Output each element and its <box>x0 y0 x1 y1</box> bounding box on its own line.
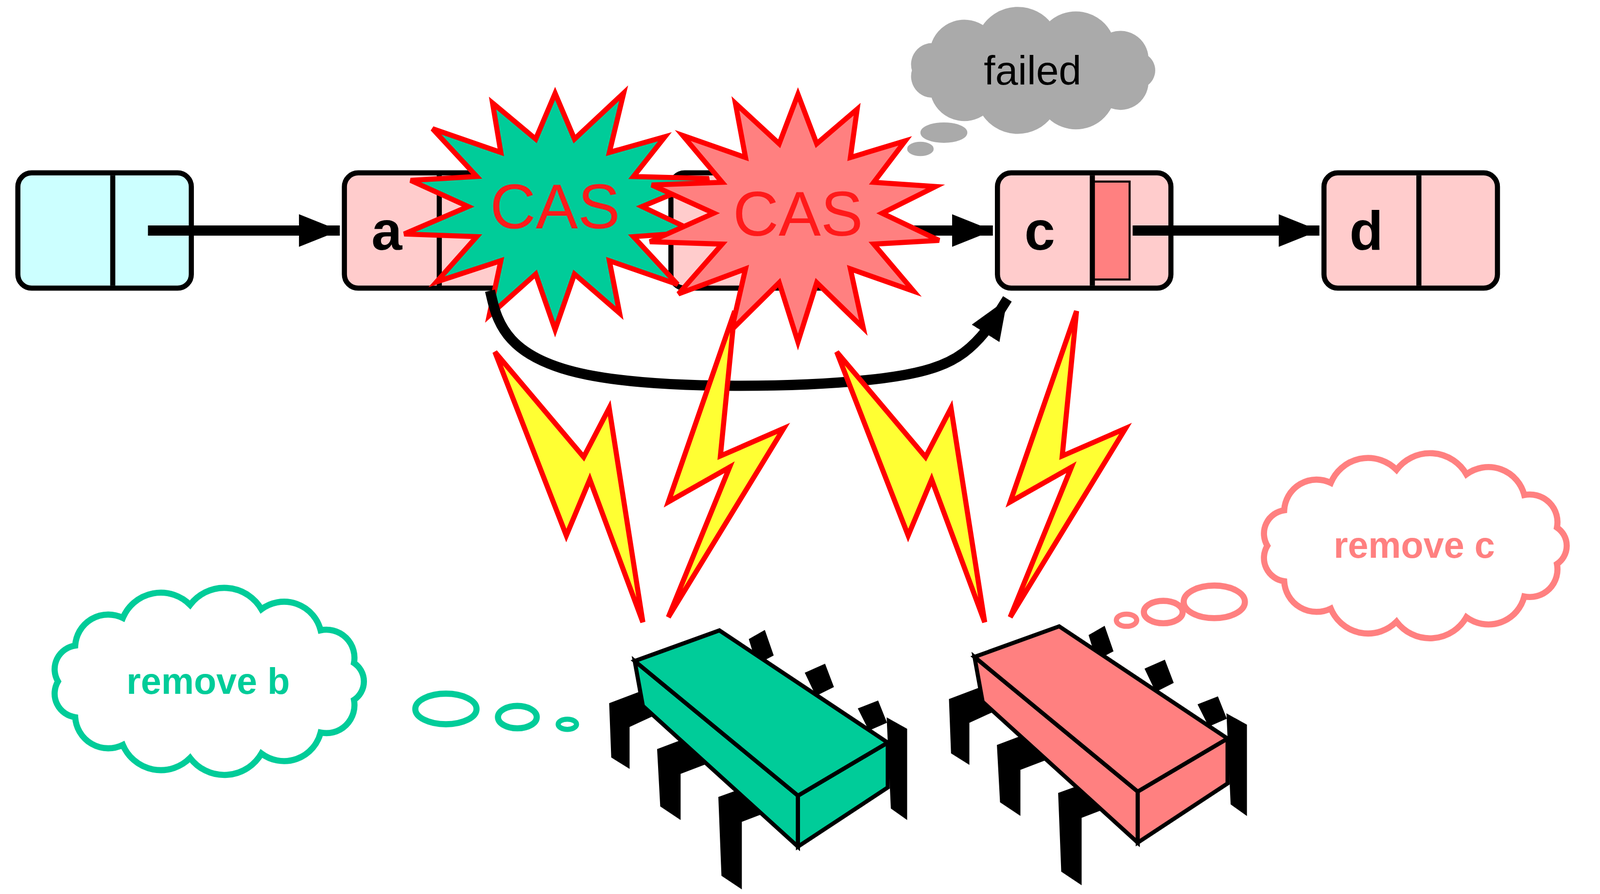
cas-label: CAS <box>732 176 864 250</box>
chip-pin <box>887 719 907 819</box>
cas-starburst: CAS <box>640 79 956 348</box>
chip-body <box>634 630 888 796</box>
cloud-outline <box>54 588 364 776</box>
pointer-arrow <box>1132 225 1320 236</box>
node-divider <box>110 175 116 286</box>
starburst-outline <box>404 92 710 330</box>
thought-bubble <box>557 719 577 730</box>
thought-cloud: remove b <box>20 571 397 792</box>
thought-text: remove b <box>126 660 290 703</box>
thought-cloud: remove c <box>1230 436 1599 656</box>
thought-bubble <box>415 694 477 725</box>
cas-starburst: CAS <box>392 76 718 337</box>
marked-bit <box>1091 180 1131 281</box>
lightning-bolt <box>494 351 643 623</box>
thought-bubble <box>1144 601 1183 624</box>
cloud-outline <box>914 9 1153 131</box>
lightning-bolt <box>1009 311 1126 618</box>
thought-bubble <box>498 706 538 729</box>
node-value: d <box>1349 198 1384 262</box>
thought-text: failed <box>983 47 1082 94</box>
pointer-arrow <box>489 290 1008 386</box>
cas-label: CAS <box>489 170 621 244</box>
thought-bubble <box>908 142 933 156</box>
thought-cloud: failed <box>885 6 1180 136</box>
node-divider <box>1089 175 1095 286</box>
thought-bubble <box>1116 614 1137 627</box>
cloud-outline <box>1264 453 1567 639</box>
chip-pin <box>1227 715 1247 815</box>
thought-text: remove c <box>1333 524 1496 568</box>
node-value: c <box>1024 198 1056 262</box>
lightning-bolt <box>836 351 985 623</box>
node-value: a <box>371 198 402 262</box>
node-divider <box>1416 175 1422 286</box>
lightning-bolt <box>668 311 784 618</box>
pointer-arrow <box>147 225 340 236</box>
list-node-box: d <box>1321 170 1500 292</box>
thought-bubble <box>1183 585 1245 619</box>
starburst-outline <box>649 94 940 343</box>
thought-bubble <box>921 123 967 142</box>
chip-body <box>974 626 1228 792</box>
